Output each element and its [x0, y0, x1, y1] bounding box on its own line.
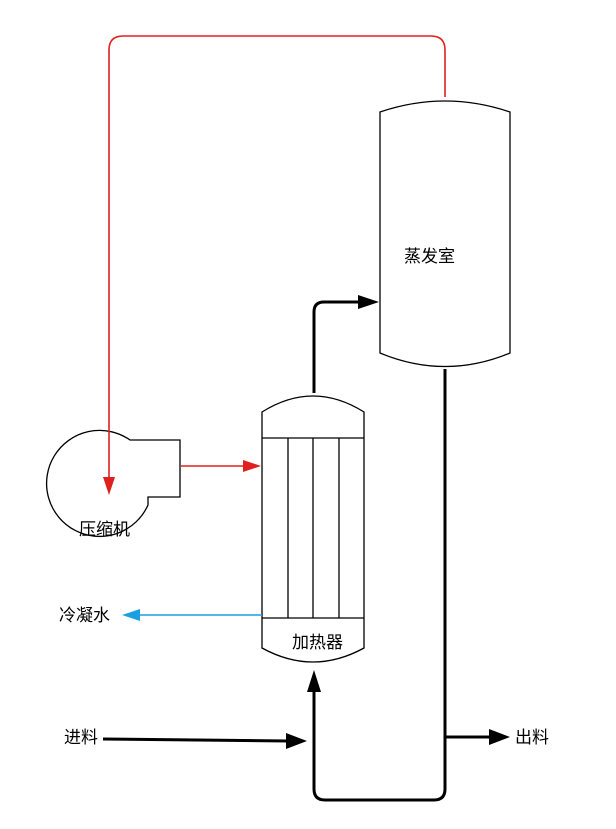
evaporator-vessel — [379, 100, 511, 368]
feed-line — [102, 733, 307, 749]
feed-arrowhead — [286, 733, 307, 749]
heater-to-evaporator-arrowhead — [358, 295, 379, 309]
recirculation-arrowhead — [307, 670, 321, 692]
vapor-recycle-arrowhead — [103, 477, 115, 495]
condensate-label: 冷凝水 — [59, 606, 110, 626]
heater-label: 加热器 — [292, 633, 343, 653]
heater-vessel — [261, 395, 365, 663]
heater-to-evaporator-line — [312, 295, 379, 393]
condensate-arrowhead — [122, 609, 140, 621]
compressed-vapor-line — [181, 460, 261, 472]
product-arrowhead — [489, 729, 510, 745]
condensate-line — [122, 609, 262, 621]
feed-label: 进料 — [64, 728, 98, 748]
compressed-vapor-arrowhead — [243, 460, 261, 472]
product-line — [445, 729, 510, 745]
product-label: 出料 — [515, 728, 549, 748]
compressor-label: 压缩机 — [79, 520, 130, 540]
compressor — [45, 429, 181, 538]
vapor-recycle-line — [103, 35, 446, 495]
recirculation-loop — [307, 369, 447, 802]
evaporator-label: 蒸发室 — [404, 247, 455, 267]
